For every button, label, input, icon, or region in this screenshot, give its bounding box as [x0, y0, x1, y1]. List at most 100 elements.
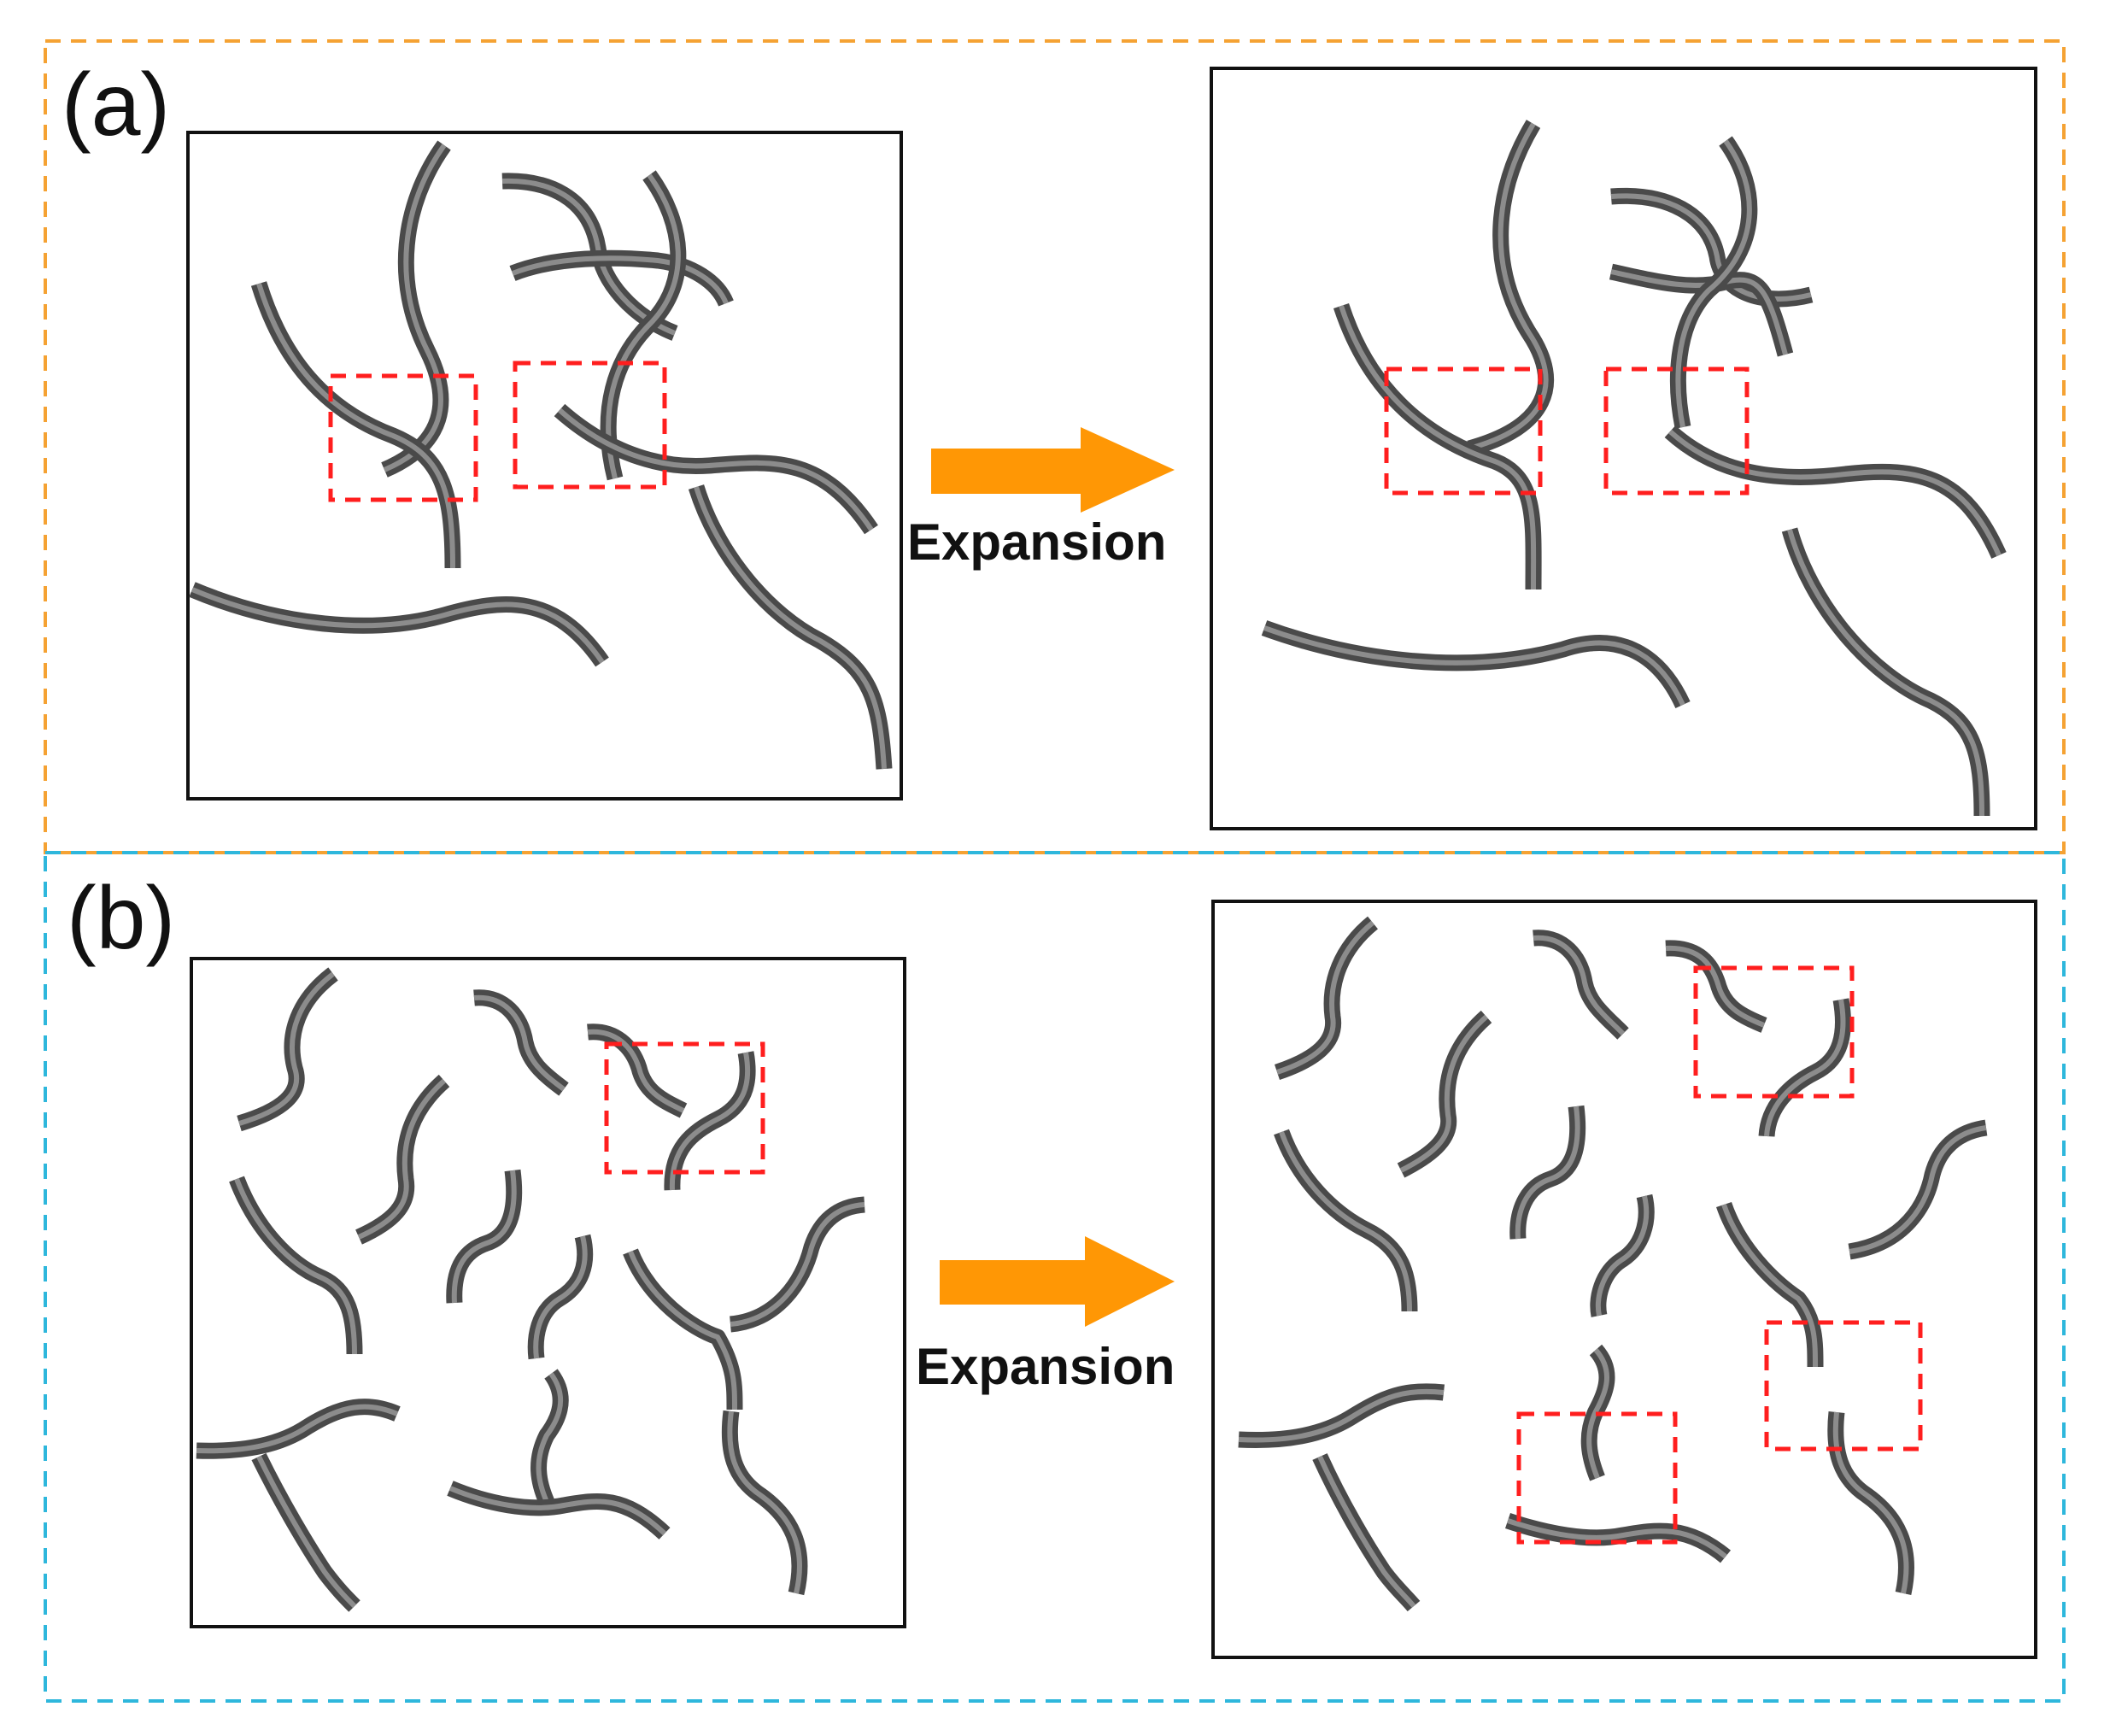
- fiber: [623, 1248, 743, 1410]
- fiber-highlight: [1665, 945, 1766, 1028]
- fiber-highlight: [1263, 625, 1685, 707]
- fiber-highlight: [190, 587, 605, 664]
- fiber-highlight: [1279, 1130, 1412, 1312]
- fiber: [729, 1196, 866, 1333]
- fiber-highlight: [196, 1404, 399, 1454]
- panel-a-after-box: [1210, 67, 2037, 830]
- fiber-highlight: [730, 1202, 865, 1327]
- fiber-highlight: [357, 1078, 446, 1240]
- fiber: [1827, 1410, 1914, 1596]
- fiber-highlight: [1764, 999, 1846, 1137]
- fiber-highlight: [606, 173, 681, 479]
- arrow-shape: [931, 427, 1175, 513]
- fiber-highlight: [536, 1372, 564, 1504]
- panel-a-after: [1210, 67, 2037, 830]
- expansion-label: Expansion: [907, 513, 1166, 571]
- fiber-highlight: [1596, 1195, 1650, 1317]
- fiber-highlight: [1849, 1125, 1987, 1254]
- fiber: [355, 1074, 450, 1245]
- fiber: [1509, 1105, 1586, 1240]
- fiber-highlight: [1515, 1106, 1580, 1240]
- highlight-box: [1764, 1320, 1923, 1452]
- fiber: [1274, 1129, 1418, 1312]
- fiber: [721, 1410, 808, 1596]
- fiber-highlight: [727, 1410, 802, 1594]
- fiber: [1397, 1010, 1492, 1178]
- fiber-highlight: [669, 1052, 751, 1191]
- fiber-highlight: [501, 178, 677, 336]
- fiber-group: [189, 140, 893, 770]
- fiber-highlight: [451, 1170, 517, 1304]
- highlight-box: [1693, 965, 1855, 1099]
- expansion-arrow-a: Expansion: [907, 427, 1175, 571]
- fiber-highlight: [448, 1486, 667, 1536]
- panel-a: (a) Expansion: [44, 39, 2066, 854]
- fiber-highlight: [587, 1029, 685, 1113]
- fiber-highlight: [256, 1455, 357, 1609]
- fiber: [688, 484, 893, 770]
- panel-b-before-box: [190, 957, 906, 1628]
- highlight-box: [1603, 367, 1750, 496]
- fiber-group: [1261, 120, 2007, 817]
- fiber-group: [1238, 916, 1988, 1612]
- fiber-highlight: [1317, 1455, 1416, 1608]
- panel-b-label: (b): [67, 869, 175, 968]
- expansion-arrow-b: Expansion: [916, 1236, 1175, 1395]
- fiber: [446, 1169, 523, 1304]
- panel-b-after: [1211, 900, 2037, 1659]
- fiber: [251, 1452, 360, 1612]
- fiber-highlight: [234, 1177, 357, 1355]
- fiber-highlight: [1533, 935, 1626, 1036]
- fiber: [1716, 1201, 1824, 1368]
- highlight-box: [1516, 1411, 1678, 1545]
- fiber-highlight: [558, 408, 874, 531]
- fiber-highlight: [1507, 1518, 1727, 1559]
- fiber-highlight: [1238, 1388, 1445, 1443]
- highlight-box: [604, 1041, 765, 1175]
- panel-b-before: [190, 957, 906, 1628]
- fiber-highlight: [1276, 920, 1374, 1075]
- fiber-highlight: [1586, 1348, 1609, 1480]
- fiber-highlight: [1399, 1014, 1488, 1173]
- fiber: [1848, 1119, 1988, 1260]
- arrow-shape: [940, 1236, 1175, 1327]
- fiber-highlight: [1468, 122, 1549, 451]
- fiber-highlight: [1675, 139, 1752, 428]
- fiber-highlight: [238, 971, 335, 1126]
- panel-a-frame: [44, 39, 2066, 854]
- highlight-box: [328, 373, 478, 502]
- fiber: [1758, 998, 1851, 1138]
- fiber: [196, 1399, 401, 1459]
- fiber-highlight: [1339, 305, 1537, 590]
- panel-b-after-box: [1211, 900, 2037, 1659]
- fiber: [1312, 1453, 1421, 1612]
- fiber-highlight: [1667, 429, 2002, 557]
- fiber-highlight: [1721, 1204, 1818, 1368]
- fiber-highlight: [511, 255, 729, 305]
- fiber: [1665, 940, 1767, 1033]
- fiber: [229, 1176, 363, 1355]
- fiber-highlight: [694, 486, 887, 770]
- panel-b-frame: [44, 851, 2066, 1703]
- fiber-highlight: [1832, 1411, 1909, 1594]
- fiber: [1238, 1383, 1445, 1448]
- fiber-highlight: [473, 994, 566, 1092]
- fiber: [1590, 1194, 1655, 1317]
- expansion-label: Expansion: [916, 1338, 1175, 1395]
- fiber-highlight: [1787, 529, 1984, 817]
- highlight-box: [1384, 367, 1543, 496]
- panel-a-label: (a): [62, 56, 170, 155]
- fiber-highlight: [256, 283, 455, 569]
- fiber: [1261, 620, 1691, 709]
- fiber: [1333, 303, 1542, 590]
- panel-a-before-box: [186, 131, 903, 801]
- fiber-highlight: [628, 1250, 737, 1410]
- fiber-highlight: [383, 144, 447, 472]
- panel-a-before: [186, 131, 903, 801]
- panel-b: (b): [44, 851, 2066, 1703]
- highlight-box: [513, 361, 667, 490]
- fiber-group: [196, 967, 866, 1612]
- fiber-highlight: [533, 1235, 588, 1359]
- fiber: [1274, 916, 1379, 1081]
